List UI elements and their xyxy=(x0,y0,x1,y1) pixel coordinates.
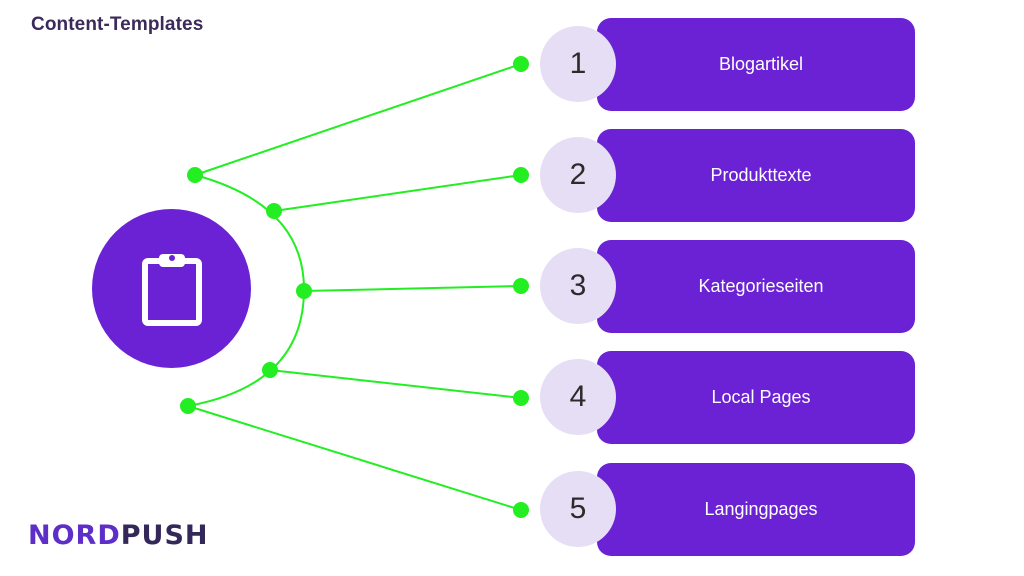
connector-line-2 xyxy=(273,174,522,212)
arc-node-1 xyxy=(187,167,203,183)
connector-line-3 xyxy=(303,285,522,292)
hub-circle xyxy=(92,209,251,368)
item-label: Produkttexte xyxy=(710,165,812,185)
clipboard-icon xyxy=(141,253,202,326)
connector-line-5 xyxy=(187,405,522,511)
nordpush-logo: NORDPUSH xyxy=(28,519,209,553)
item-dot-5 xyxy=(513,502,529,518)
arc-node-5 xyxy=(180,398,196,414)
logo-part-push: PUSH xyxy=(120,520,209,551)
item-dot-2 xyxy=(513,167,529,183)
template-item-kategorieseiten: Kategorieseiten xyxy=(597,240,915,333)
item-number-badge: 4 xyxy=(540,359,616,435)
template-item-local-pages: Local Pages xyxy=(597,351,915,444)
arc-node-4 xyxy=(262,362,278,378)
item-number: 4 xyxy=(569,380,587,413)
arc-node-2 xyxy=(266,203,282,219)
item-label: Blogartikel xyxy=(718,54,804,74)
arc-node-3 xyxy=(296,283,312,299)
item-label: Local Pages xyxy=(711,387,811,407)
item-label: Langingpages xyxy=(704,499,818,519)
logo-part-nord: NORD xyxy=(28,520,121,551)
item-dot-4 xyxy=(513,390,529,406)
connector-line-4 xyxy=(269,369,522,399)
slide-title: Content-Templates xyxy=(31,14,204,35)
template-item-blogartikel: Blogartikel xyxy=(597,18,915,111)
item-number: 1 xyxy=(569,47,587,80)
item-number: 3 xyxy=(569,269,587,302)
template-item-langingpages: Langingpages xyxy=(597,463,915,556)
item-number: 2 xyxy=(569,158,587,191)
item-number-badge: 1 xyxy=(540,26,616,102)
item-number-badge: 2 xyxy=(540,137,616,213)
item-dot-1 xyxy=(513,56,529,72)
template-item-produkttexte: Produkttexte xyxy=(597,129,915,222)
item-label: Kategorieseiten xyxy=(698,276,824,296)
connector-line-1 xyxy=(194,63,522,176)
item-number: 5 xyxy=(569,492,587,525)
item-number-badge: 5 xyxy=(540,471,616,547)
item-dot-3 xyxy=(513,278,529,294)
item-number-badge: 3 xyxy=(540,248,616,324)
